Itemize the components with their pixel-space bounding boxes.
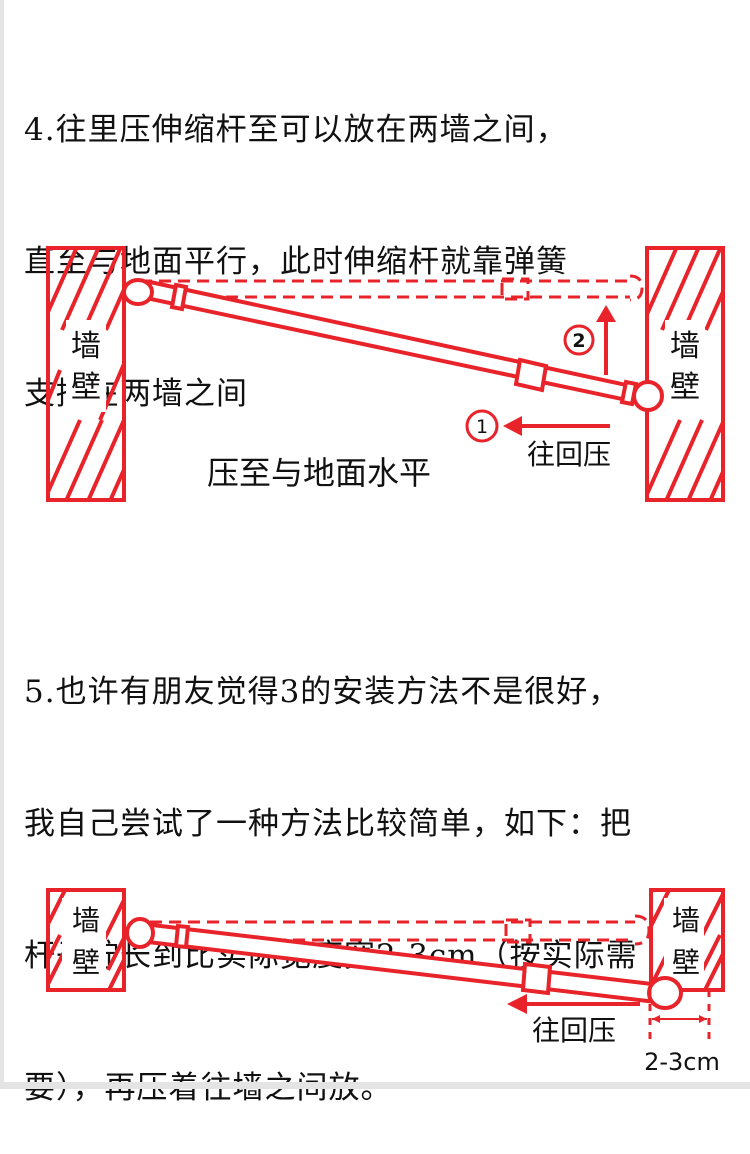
page-bottom-edge (0, 1082, 750, 1089)
wall-right-label-2: 壁 (670, 370, 700, 405)
rod-level-position (140, 274, 644, 302)
wall-left: 墙 壁 (46, 246, 126, 502)
diagram1-caption: 压至与地面水平 (207, 454, 431, 492)
rod-tilted (122, 278, 664, 412)
wall-right-label-1: 墙 (670, 329, 700, 364)
wall-left-label-2: 壁 (71, 370, 101, 405)
step5-line-2: 我自己尝试了一种方法比较简单，如下：把 (24, 806, 632, 842)
wall-left-label-2: 壁 (72, 946, 100, 979)
wall-right: 墙 壁 (645, 246, 725, 502)
step1-badge: 1 (465, 409, 499, 443)
wall-right-label-1: 墙 (672, 904, 700, 937)
wall-left-label-1: 墙 (72, 904, 100, 937)
dimension-marker (648, 990, 711, 1042)
svg-text:2: 2 (572, 330, 585, 352)
step4-text: 4.往里压伸缩杆至可以放在两墙之间， 直至与地面平行，此时伸缩杆就靠弹簧 支撑在… (24, 20, 568, 460)
diagram-oversize-method: 墙 壁 墙 壁 往回压 2-3cm (46, 888, 725, 1076)
page-left-edge (0, 0, 4, 1089)
wall-right: 墙 壁 (649, 888, 725, 992)
step4-line-1: 4.往里压伸缩杆至可以放在两墙之间， (24, 112, 568, 148)
step2-badge: 2 (563, 324, 595, 356)
arrow-left-icon (507, 994, 640, 1014)
dimension-label: 2-3cm (644, 1048, 720, 1076)
arrow-up-icon (596, 305, 616, 375)
diagram-press-to-level: 墙 壁 墙 壁 2 (46, 246, 725, 502)
svg-text:1: 1 (476, 416, 488, 438)
wall-left: 墙 壁 (46, 888, 126, 992)
push-back-label: 往回压 (527, 438, 611, 471)
wall-left-label-1: 墙 (71, 329, 101, 364)
step5-line-1: 5.也许有朋友觉得3的安装方法不是很好， (24, 674, 621, 710)
wall-right-label-2: 壁 (672, 946, 700, 979)
step4-line-3: 支撑在两墙之间 (24, 376, 248, 412)
push-back-label: 往回压 (532, 1014, 616, 1047)
arrow-left-icon (503, 416, 610, 436)
rod-tilted (125, 917, 683, 1010)
